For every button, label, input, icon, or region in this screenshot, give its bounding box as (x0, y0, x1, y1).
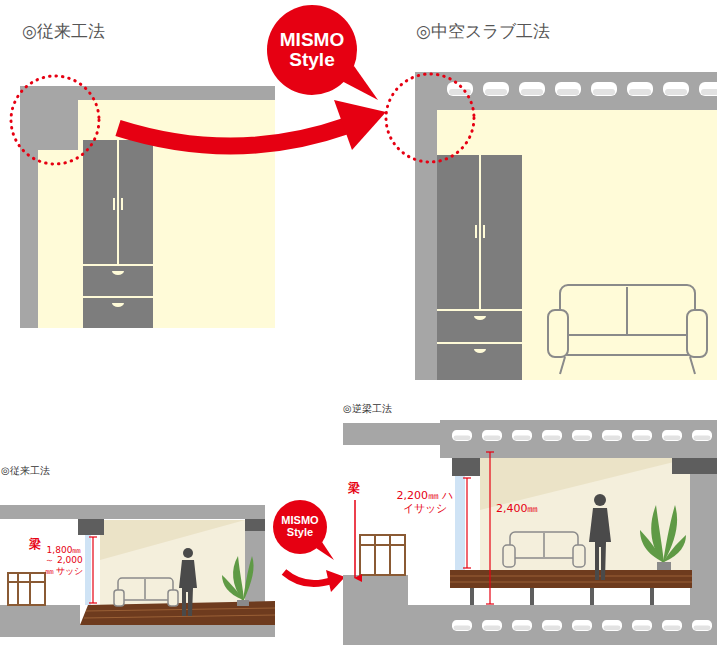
bubble-text: MISMO Style (280, 30, 345, 70)
section-title: ◎中空スラブ工法 (416, 22, 550, 42)
section-title: ◎従来工法 (1, 465, 50, 477)
section-title: ◎従来工法 (22, 22, 105, 42)
dimension-label: 2,200㎜ ハイサッシ (392, 490, 458, 515)
dimension-label: 2,400㎜ (496, 503, 539, 516)
speech-bubble: MISMO Style (273, 500, 327, 554)
beam-label: 梁 (348, 482, 360, 496)
beam-label: 梁 (29, 538, 41, 552)
bubble-text: MISMO Style (281, 515, 320, 538)
speech-bubble: MISMO Style (267, 5, 357, 95)
section-title: ◎逆梁工法 (343, 403, 392, 415)
dimension-label: 1,800㎜ ～ 2,000㎜ サッシ (44, 545, 84, 576)
